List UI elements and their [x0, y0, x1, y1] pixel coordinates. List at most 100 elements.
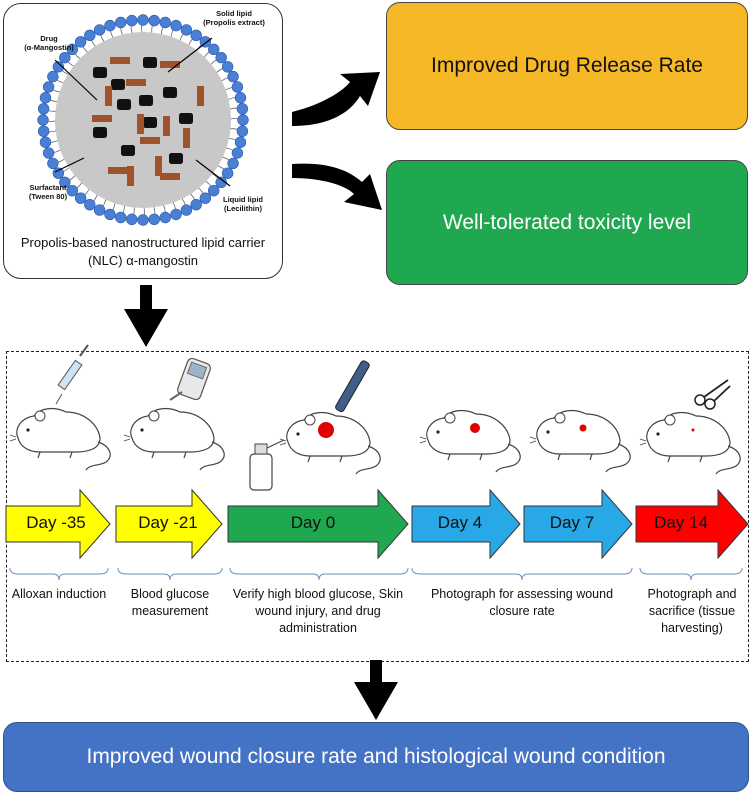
- surfactant-head: [104, 19, 116, 32]
- drug-molecule: [179, 113, 193, 124]
- nlc-caption: Propolis-based nanostructured lipid carr…: [20, 235, 266, 268]
- surfactant-head: [126, 213, 138, 226]
- surfactant-head: [234, 136, 247, 148]
- surfactant-head: [93, 24, 106, 36]
- surfactant-head: [237, 114, 249, 126]
- liquid-lipid: [183, 128, 190, 148]
- improved-release-box: Improved Drug Release Rate: [386, 2, 748, 130]
- day-label: Day -35: [26, 513, 86, 532]
- solid-lipid: [110, 57, 130, 64]
- curved-arrow-up-icon: [292, 72, 380, 126]
- down-arrow-2: [354, 660, 398, 720]
- solid-lipid: [160, 61, 180, 68]
- outcome-arrows: [292, 72, 382, 210]
- wound-mark-day4: [470, 423, 480, 433]
- surfactant-head: [37, 114, 49, 126]
- solid-lipid-pointer: [167, 37, 213, 73]
- drug-molecule: [169, 153, 183, 164]
- glucometer-icon: [169, 357, 211, 401]
- rat-icon: [419, 409, 521, 473]
- down-arrow-1: [124, 285, 168, 347]
- liquid-lipid: [105, 86, 112, 106]
- surfactant-head: [227, 157, 239, 170]
- timeline-brace: [411, 567, 633, 581]
- surfactant-head: [234, 92, 247, 104]
- down-arrow-icon: [354, 660, 398, 720]
- nlc-particle-diagram: [37, 14, 249, 226]
- surfactant-head: [215, 176, 227, 189]
- solid-lipid: [126, 79, 146, 86]
- step-description: Blood glucose measurement: [130, 587, 210, 618]
- drug-molecule: [117, 99, 131, 110]
- solid-lipid: [108, 167, 128, 174]
- surfactant-head: [59, 176, 71, 189]
- surfactant-head: [199, 192, 212, 204]
- surfactant-head: [208, 185, 220, 197]
- surfactant-head: [170, 19, 182, 32]
- timeline-arrow: [523, 488, 633, 560]
- drug-molecule: [143, 117, 157, 128]
- pen-icon: [335, 360, 370, 413]
- surfactant-head: [227, 70, 239, 83]
- surfactant-head: [115, 211, 127, 224]
- surfactant-head: [42, 81, 55, 93]
- surfactant-head: [190, 29, 202, 42]
- surfactant-head: [180, 204, 193, 216]
- surfactant-head: [66, 43, 78, 55]
- surfactant-pointer: [54, 157, 85, 173]
- drug-molecule: [111, 79, 125, 90]
- liquid-lipid: [197, 86, 204, 106]
- liquid-lipid: [137, 114, 144, 134]
- scissors-icon: [694, 379, 731, 410]
- drug-molecule: [163, 87, 177, 98]
- surfactant-head: [231, 147, 244, 159]
- surfactant-shell: [37, 14, 249, 226]
- timeline-illustrations: [5, 344, 749, 581]
- drug-label: Drug (α-Mangostin): [24, 34, 74, 52]
- surfactant-head: [84, 29, 96, 42]
- surfactant-head: [39, 92, 52, 104]
- nlc-cargo: [92, 57, 204, 186]
- toxicity-box: Well-tolerated toxicity level: [386, 160, 748, 285]
- surfactant-head: [74, 36, 87, 48]
- surfactant-head: [74, 192, 87, 204]
- solid-lipid: [140, 137, 160, 144]
- syringe-icon: [55, 344, 89, 405]
- surfactant-head: [221, 61, 234, 73]
- step-description: Photograph and sacrifice (tissue harvest…: [647, 587, 737, 635]
- timeline-arrow: [635, 488, 749, 560]
- surfactant-head: [236, 103, 249, 115]
- drug-pointer: [54, 59, 98, 101]
- surfactant-head: [104, 208, 116, 221]
- liquid-lipid-label: Liquid lipid (Lecilithin): [223, 195, 263, 213]
- liquid-lipid: [155, 156, 162, 176]
- surfactant-head: [170, 208, 182, 221]
- surfactant-head: [221, 167, 234, 179]
- timeline-arrow: [227, 488, 409, 560]
- wound-mark-day14: [691, 428, 695, 432]
- timeline-arrow: [411, 488, 521, 560]
- timeline-arrows: [5, 488, 749, 560]
- down-arrow-icon: [124, 285, 168, 347]
- drug-molecule: [93, 67, 107, 78]
- surfactant-head: [52, 61, 65, 73]
- curved-arrow-down-icon: [292, 163, 382, 210]
- surfactant-head: [231, 81, 244, 93]
- surfactant-head: [148, 14, 160, 27]
- surfactant-head: [37, 103, 50, 115]
- drug-molecule: [139, 95, 153, 106]
- surfactant-head: [208, 43, 220, 55]
- timeline-arrow: [115, 488, 223, 560]
- surfactant-head: [148, 213, 160, 226]
- surfactant-head: [190, 198, 202, 211]
- timeline-brace: [639, 567, 743, 581]
- drug-molecule: [121, 145, 135, 156]
- surfactant-head: [180, 24, 193, 36]
- surfactant-head: [66, 185, 78, 197]
- step-description: Alloxan induction: [11, 587, 107, 601]
- final-outcome-box: Improved wound closure rate and histolog…: [3, 722, 749, 792]
- surfactant-head: [42, 147, 55, 159]
- rat-icon: [529, 409, 631, 473]
- liquid-lipid: [127, 166, 134, 186]
- rat-icon: [639, 411, 741, 475]
